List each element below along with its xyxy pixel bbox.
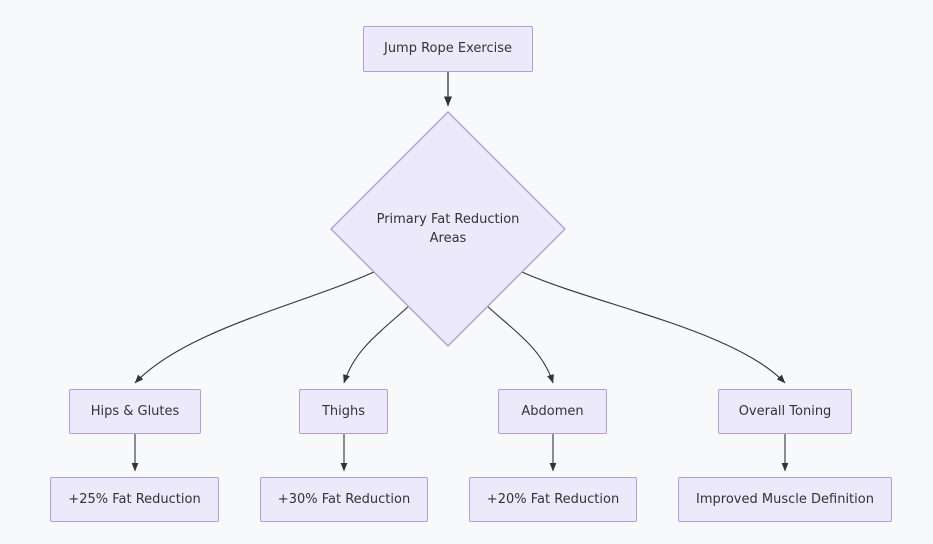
node-thighs-outcome[interactable]: +30% Fat Reduction — [260, 477, 428, 522]
node-thighs-outcome-label: +30% Fat Reduction — [277, 491, 411, 507]
node-abdomen-outcome-label: +20% Fat Reduction — [486, 491, 620, 507]
node-hips-glutes-outcome-label: +25% Fat Reduction — [68, 491, 201, 507]
node-hips-glutes-label: Hips & Glutes — [90, 403, 180, 419]
node-primary-fat-reduction-areas[interactable]: Primary Fat Reduction Areas — [330, 111, 566, 347]
node-abdomen-label: Abdomen — [521, 403, 584, 419]
node-abdomen[interactable]: Abdomen — [498, 389, 607, 434]
node-jump-rope-exercise-label: Jump Rope Exercise — [383, 41, 512, 57]
node-primary-fat-reduction-areas-label-wrap: Primary Fat Reduction Areas — [330, 111, 566, 347]
node-abdomen-outcome[interactable]: +20% Fat Reduction — [469, 477, 637, 522]
diamond-shape-icon — [330, 111, 566, 347]
node-jump-rope-exercise[interactable]: Jump Rope Exercise — [363, 26, 533, 72]
node-hips-glutes[interactable]: Hips & Glutes — [69, 389, 201, 434]
node-overall-toning-label: Overall Toning — [738, 403, 832, 419]
node-thighs[interactable]: Thighs — [299, 389, 388, 434]
node-overall-toning-outcome[interactable]: Improved Muscle Definition — [678, 477, 892, 522]
node-overall-toning-outcome-label: Improved Muscle Definition — [696, 491, 874, 507]
node-overall-toning[interactable]: Overall Toning — [718, 389, 852, 434]
node-thighs-label: Thighs — [321, 403, 366, 419]
node-primary-fat-reduction-areas-label: Primary Fat Reduction Areas — [376, 211, 520, 247]
node-hips-glutes-outcome[interactable]: +25% Fat Reduction — [50, 477, 219, 522]
